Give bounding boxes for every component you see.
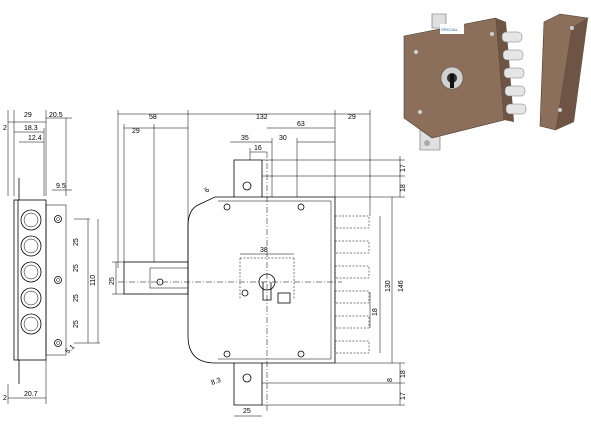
dim-5-1: 5.1: [64, 344, 76, 356]
side-screw-hole-mid: [54, 276, 62, 284]
dim-18-bottom: 18: [400, 370, 407, 378]
dim-35: 35: [241, 135, 249, 142]
lock-photo-logo: SPECIAL: [441, 27, 459, 32]
dim-29-right: 29: [348, 114, 356, 121]
lock-body-outline: [187, 196, 336, 364]
lock-photo-bolts: [501, 31, 527, 115]
front-view: 58 132 29 29 63 35 30 16 6 17 18 38 25 1…: [109, 110, 407, 417]
dim-30: 30: [279, 135, 287, 142]
dim-18-bolt: 18: [372, 308, 379, 316]
dim-8: 8: [387, 378, 394, 382]
dim-2-bottom: 2: [3, 395, 7, 402]
dim-6: 6: [203, 187, 211, 195]
side-screw-hole-top: [54, 215, 62, 223]
bottom-mounting-ear: [233, 363, 263, 406]
dim-63: 63: [297, 121, 305, 128]
dim-18-top: 18: [400, 184, 407, 192]
dim-58: 58: [149, 114, 157, 121]
dim-8-3: 8.3: [210, 377, 222, 387]
dim-146: 146: [398, 280, 405, 292]
dim-12-4: 12.4: [28, 135, 42, 142]
side-view: 29 20.5 2 18.3 12.4 9.5 25 25 25 25 110 …: [3, 110, 100, 404]
product-photo: SPECIAL: [403, 13, 589, 151]
dim-25-bottom: 25: [243, 408, 251, 415]
dim-25-c: 25: [73, 294, 80, 302]
dim-18-3: 18.3: [24, 125, 38, 132]
dim-38: 38: [260, 247, 268, 254]
dim-25-a: 25: [73, 238, 80, 246]
side-screw-hole-bottom: [54, 339, 62, 347]
dim-25-b: 25: [73, 264, 80, 272]
dim-16: 16: [254, 145, 262, 152]
dim-20-7: 20.7: [24, 391, 38, 398]
dim-130: 130: [385, 280, 392, 292]
dim-17-bottom: 17: [400, 392, 407, 400]
dim-17-top: 17: [400, 164, 407, 172]
dim-132: 132: [256, 114, 268, 121]
side-bolts: [20, 209, 42, 335]
front-bolts: [334, 215, 370, 354]
dim-110: 110: [90, 275, 97, 286]
lock-photo-label: [440, 24, 464, 34]
dim-25-d: 25: [73, 320, 80, 328]
dim-20-5: 20.5: [49, 112, 63, 119]
dim-29-left: 29: [132, 128, 140, 135]
dim-29: 29: [24, 112, 32, 119]
dim-25-hook: 25: [109, 277, 116, 285]
top-mounting-ear: [233, 159, 263, 197]
dim-9-5: 9.5: [56, 183, 66, 190]
side-plate: [13, 199, 47, 361]
latch-plate: [123, 261, 189, 295]
dim-2-top: 2: [3, 125, 7, 132]
